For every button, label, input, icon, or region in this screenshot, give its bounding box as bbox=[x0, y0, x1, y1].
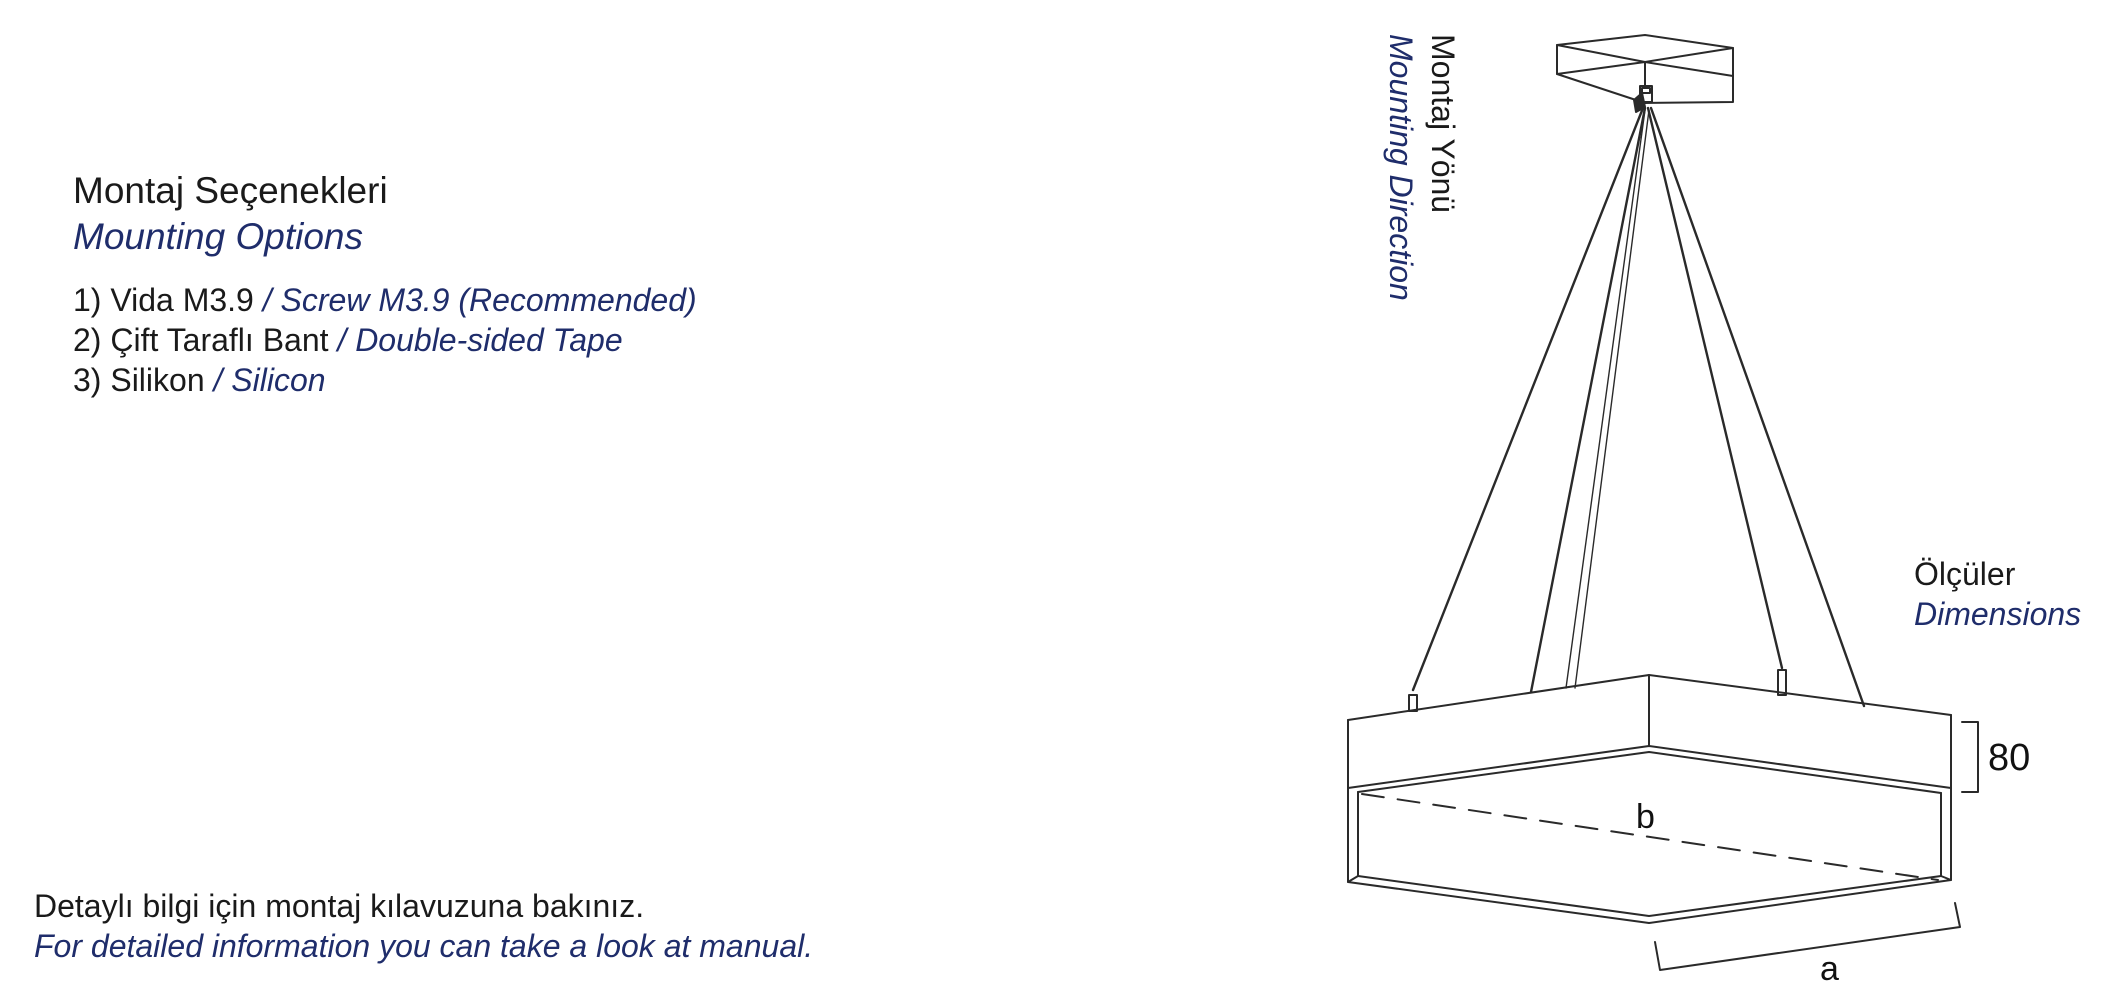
footer-note-en: For detailed information you can take a … bbox=[34, 928, 814, 964]
option-label: 2) Çift Taraflı Bant bbox=[73, 322, 329, 358]
height-dimension-value: 80 bbox=[1988, 737, 2030, 779]
mounting-options-list: 1) Vida M3.9 / Screw M3.9 (Recommended) … bbox=[73, 280, 973, 400]
hexagon-fixture-body bbox=[1347, 674, 1952, 924]
list-item: 1) Vida M3.9 / Screw M3.9 (Recommended) bbox=[73, 280, 973, 320]
mounting-options-section: Montaj Seçenekleri Mounting Options 1) V… bbox=[73, 168, 973, 400]
option-label-en: / Screw M3.9 (Recommended) bbox=[262, 282, 697, 318]
mounting-direction-en: Mounting Direction bbox=[1383, 34, 1419, 301]
mounting-options-title-en: Mounting Options bbox=[73, 216, 364, 257]
option-label: 1) Vida M3.9 bbox=[73, 282, 254, 318]
suspension-cables bbox=[1411, 106, 1866, 708]
dimensions-label-tr: Ölçüler bbox=[1914, 556, 2016, 592]
option-label-en: / Silicon bbox=[213, 362, 326, 398]
footer-note: Detaylı bilgi için montaj kılavuzuna bak… bbox=[34, 886, 813, 966]
diagonal-dimension-line bbox=[1361, 793, 1939, 881]
mounting-direction-tr: Montaj Yönü bbox=[1425, 34, 1461, 214]
mounting-direction-label: Montaj Yönü Mounting Direction bbox=[1374, 34, 1464, 364]
side-dimension-label: a bbox=[1820, 950, 1839, 988]
dimensions-label: Ölçüler Dimensions bbox=[1914, 554, 2081, 634]
option-label: 3) Silikon bbox=[73, 362, 205, 398]
list-item: 3) Silikon / Silicon bbox=[73, 360, 973, 400]
mounting-options-title: Montaj Seçenekleri bbox=[73, 170, 388, 211]
dimensions-label-en: Dimensions bbox=[1914, 596, 2082, 632]
diagonal-dimension-label: b bbox=[1636, 798, 1655, 836]
height-dimension-bracket bbox=[1961, 721, 1979, 793]
cable-grips bbox=[1408, 669, 1787, 712]
list-item: 2) Çift Taraflı Bant / Double-sided Tape bbox=[73, 320, 973, 360]
option-label-en: / Double-sided Tape bbox=[337, 322, 623, 358]
footer-note-tr: Detaylı bilgi için montaj kılavuzuna bak… bbox=[34, 888, 645, 924]
side-dimension-bracket bbox=[1654, 902, 1961, 971]
